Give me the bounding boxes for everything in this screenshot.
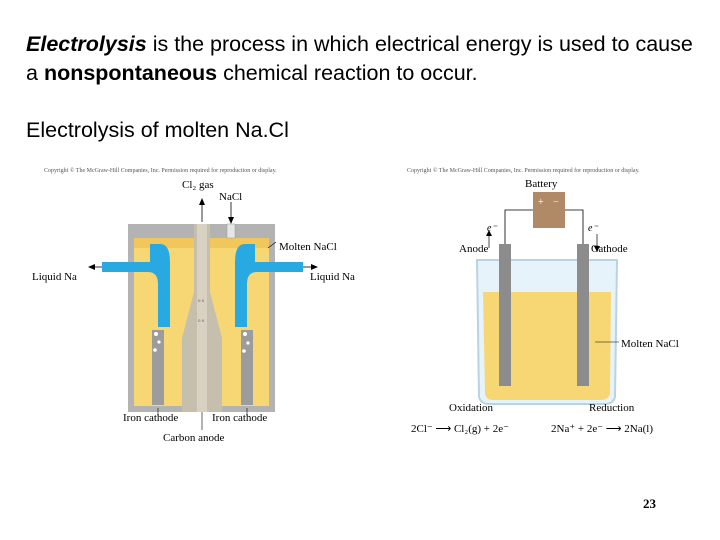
bubble (153, 348, 157, 352)
subtitle: Electrolysis of molten Na.Cl (26, 118, 289, 142)
na-left-arrowhead (88, 264, 95, 270)
bubble (154, 332, 158, 336)
label-liquid-na-left: Liquid Na (32, 271, 77, 283)
label-iron-cathode-right: Iron cathode (212, 412, 267, 424)
bubble (243, 332, 247, 336)
intro-text-a: is the process in which electrical energ… (26, 32, 693, 85)
nacl-inlet (226, 223, 236, 239)
cl-bubbles: o o (198, 319, 205, 324)
bubble (242, 349, 246, 353)
reduction-equation: 2Na⁺ + 2e⁻ ⟶ 2Na(l) (551, 423, 653, 435)
battery-minus: − (553, 197, 559, 208)
label-nacl: NaCl (219, 191, 242, 203)
copyright-right: Copyright © The McGraw-Hill Companies, I… (407, 167, 640, 174)
cl2-arrowhead (199, 198, 205, 205)
sodium-channel-left (102, 244, 170, 327)
e-arrowhead-left (486, 230, 492, 236)
label-molten-nacl-right: Molten NaCl (621, 338, 679, 350)
cathode-electrode (577, 244, 589, 386)
e-arrowhead-right (594, 246, 600, 252)
label-oxidation: Oxidation (449, 402, 493, 414)
wire-left (504, 209, 533, 244)
cl-bubbles: o o (198, 299, 205, 304)
intro-text-b: chemical reaction to occur. (217, 61, 478, 85)
page-number: 23 (643, 496, 656, 511)
sodium-channel-right (235, 244, 303, 327)
label-e-right: e⁻ (588, 223, 598, 234)
anode-electrode (499, 244, 511, 386)
copyright-left: Copyright © The McGraw-Hill Companies, I… (44, 167, 277, 174)
battery-plus: + (538, 197, 544, 208)
label-reduction: Reduction (589, 402, 635, 414)
downs-cell-figure: Copyright © The McGraw-Hill Companies, I… (30, 162, 375, 452)
label-cathode: Cathode (591, 243, 628, 255)
bubble (157, 340, 161, 344)
label-battery: Battery (525, 178, 558, 190)
iron-cathode-right-rod (241, 330, 253, 405)
battery (533, 192, 565, 228)
term-electrolysis: Electrolysis (26, 32, 147, 56)
nacl-arrowhead (228, 217, 234, 224)
label-carbon-anode: Carbon anode (163, 432, 225, 444)
term-nonspontaneous: nonspontaneous (43, 61, 218, 85)
chlorine-tube (197, 224, 207, 412)
na-right-arrowhead (311, 264, 318, 270)
electrolytic-cell-figure: Copyright © The McGraw-Hill Companies, I… (405, 162, 700, 442)
intro-paragraph: Electrolysis is the process in which ele… (26, 30, 706, 88)
label-e-left: e⁻ (487, 223, 497, 234)
bubble (246, 341, 250, 345)
wire-right (565, 209, 584, 244)
label-iron-cathode-left: Iron cathode (123, 412, 178, 424)
label-molten-nacl: Molten NaCl (279, 241, 337, 253)
label-liquid-na-right: Liquid Na (310, 271, 355, 283)
oxidation-equation: 2Cl⁻ ⟶ Cl₂(g) + 2e⁻ (411, 423, 509, 435)
label-cl2-gas: Cl₂ gas (182, 179, 214, 191)
label-anode: Anode (459, 243, 488, 255)
molten-leader (267, 241, 277, 249)
